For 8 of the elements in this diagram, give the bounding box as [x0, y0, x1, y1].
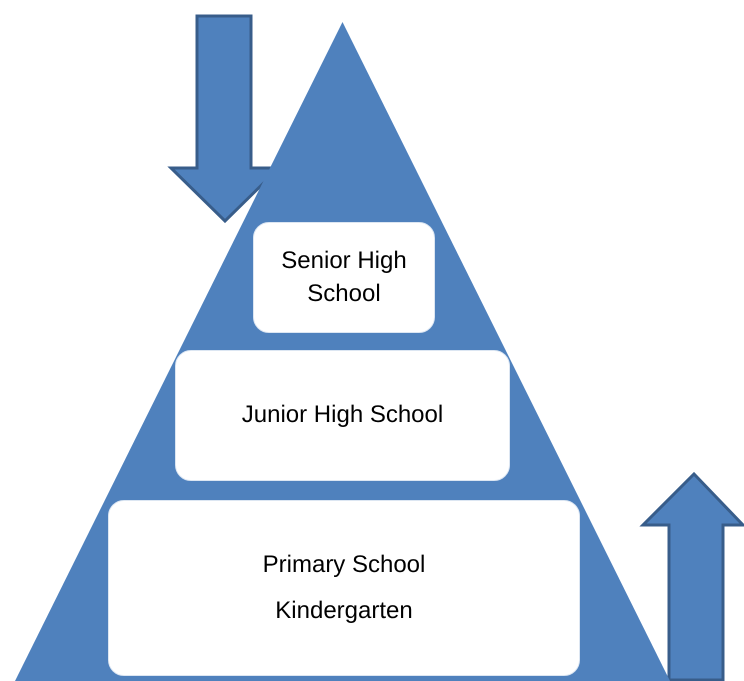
level-label: Primary School: [262, 550, 426, 580]
pyramid-shape: [15, 22, 670, 681]
level-label: Kindergarten: [275, 596, 413, 626]
level-box: [253, 222, 435, 333]
level-label: Junior High School: [242, 400, 444, 430]
level-box: [108, 500, 580, 676]
level-label: Senior High School: [280, 246, 408, 308]
level-box: [175, 350, 510, 481]
